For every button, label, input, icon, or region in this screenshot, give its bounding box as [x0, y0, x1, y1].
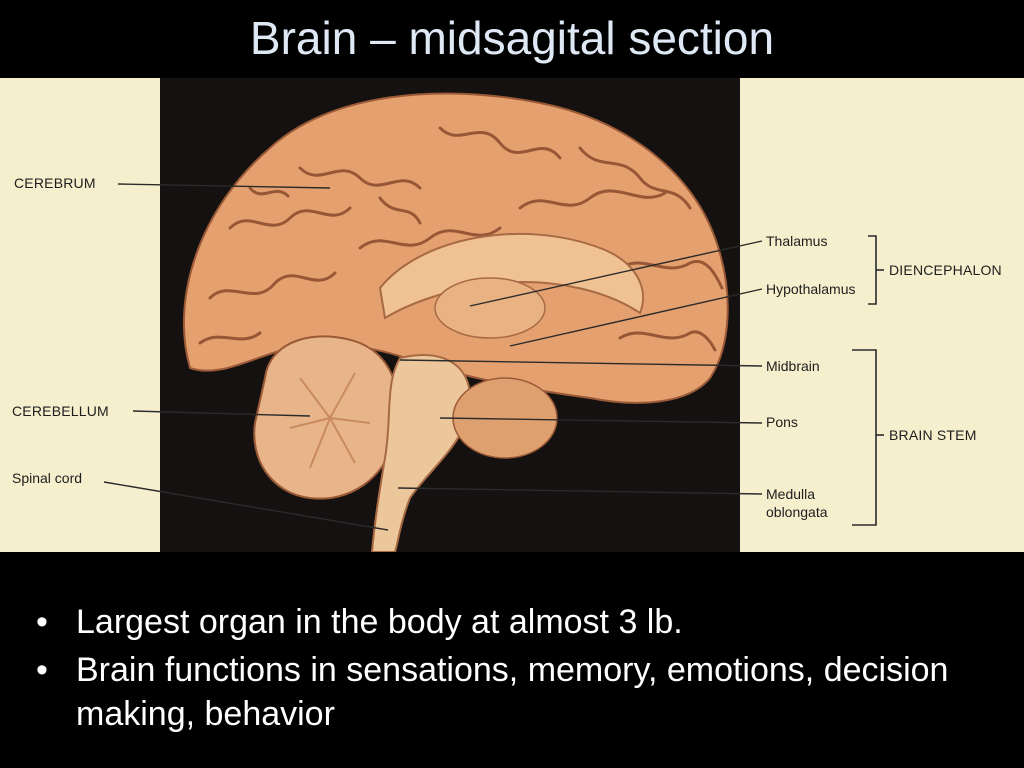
- thalamus-leader-line: [469, 240, 763, 307]
- brain-figure: CEREBRUM CEREBELLUM Spinal cord Thalamus…: [0, 78, 1024, 552]
- cerebellum-shape: [253, 335, 400, 500]
- medulla-leader-line: [397, 487, 763, 495]
- slide-title: Brain – midsagital section: [249, 12, 775, 64]
- label-pons: Pons: [766, 414, 798, 430]
- bullet-item: • Brain functions in sensations, memory,…: [36, 648, 996, 736]
- hypothalamus-leader-line: [509, 288, 763, 347]
- brain-stem-bracket: [852, 349, 884, 526]
- bullet-text: Brain functions in sensations, memory, e…: [76, 651, 949, 733]
- bullet-marker: •: [36, 603, 48, 641]
- brainstem-shape: [370, 353, 472, 552]
- label-hypothalamus: Hypothalamus: [766, 281, 856, 297]
- diencephalon-bracket: [868, 235, 884, 305]
- spinal-cord-leader-line: [103, 481, 389, 531]
- bullet-text: Largest organ in the body at almost 3 lb…: [76, 603, 683, 641]
- bullet-marker: •: [36, 651, 48, 689]
- group-label-diencephalon: DIENCEPHALON: [889, 262, 1002, 278]
- gyri-pattern: [198, 126, 724, 352]
- label-medulla-line1: Medulla: [766, 486, 816, 502]
- label-thalamus: Thalamus: [766, 233, 828, 249]
- midbrain-leader-line: [399, 359, 763, 367]
- label-medulla-line2: oblongata: [766, 504, 828, 520]
- pons-leader-line: [439, 417, 763, 424]
- label-spinal-cord: Spinal cord: [12, 470, 83, 486]
- label-midbrain: Midbrain: [766, 358, 820, 374]
- cerebrum-leader-line: [117, 183, 331, 189]
- leader-lines: [103, 183, 763, 531]
- group-label-brain-stem: BRAIN STEM: [889, 427, 977, 443]
- bullet-item: • Largest organ in the body at almost 3 …: [36, 600, 996, 644]
- label-cerebellum: CEREBELLUM: [12, 403, 109, 419]
- arbor-vitae: [289, 372, 371, 469]
- brain-illustration: [103, 92, 884, 552]
- cerebellum-leader-line: [132, 410, 311, 417]
- label-cerebrum: CEREBRUM: [14, 175, 96, 191]
- thalamus-region: [434, 277, 546, 339]
- bullet-list: • Largest organ in the body at almost 3 …: [36, 600, 996, 740]
